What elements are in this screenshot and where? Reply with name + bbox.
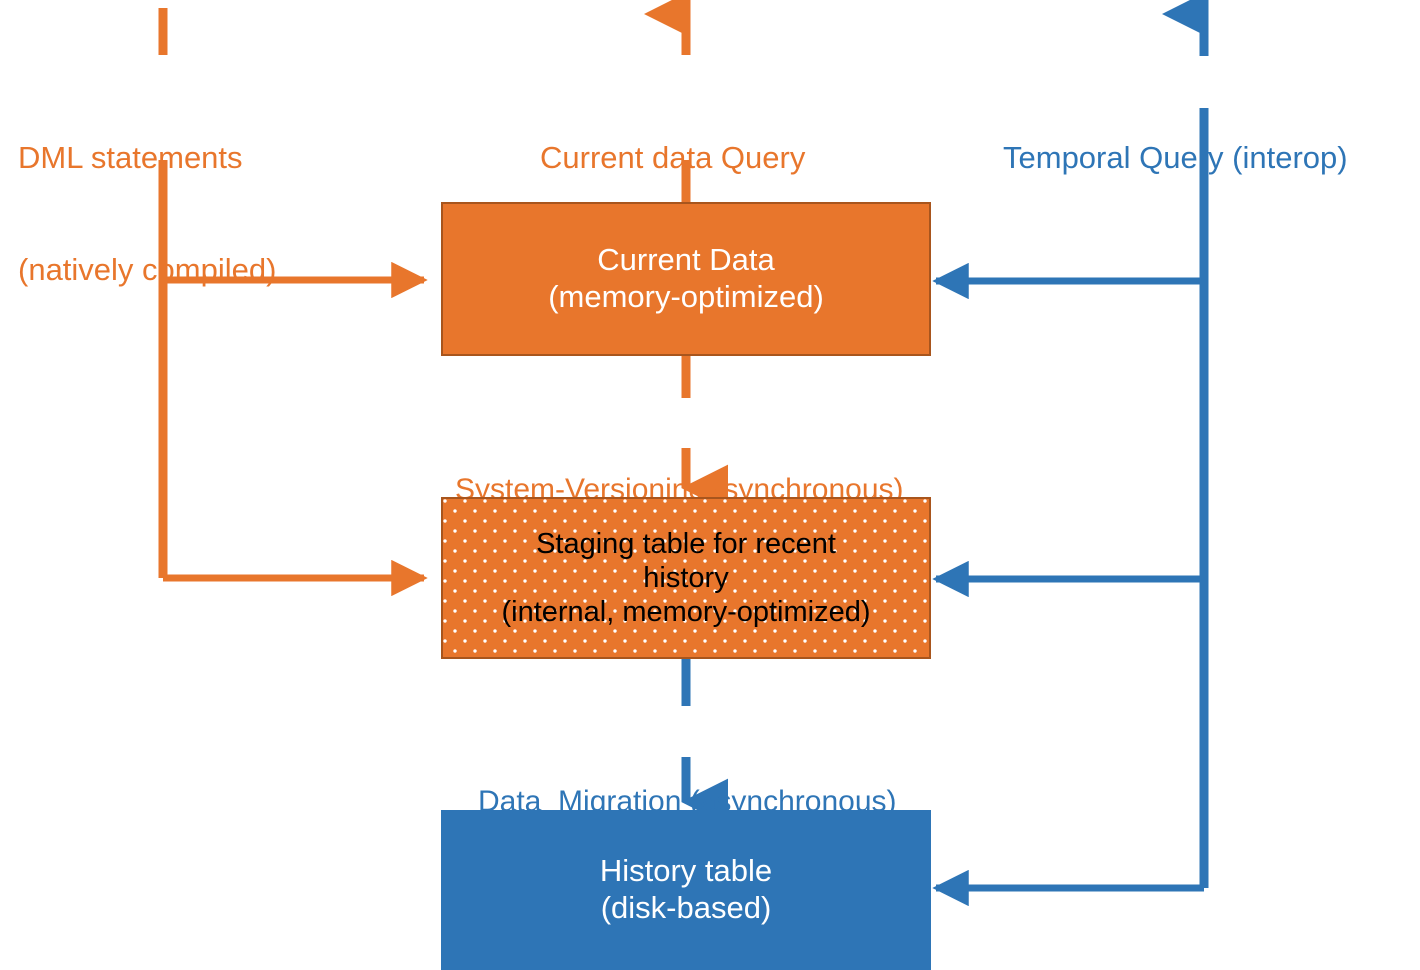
- node-staging-table-line1: Staging table for recent: [536, 527, 836, 560]
- label-temporal-query-line1: Temporal Query (interop): [1003, 140, 1348, 176]
- node-staging-table-line2: history: [643, 561, 729, 594]
- node-current-data-line1: Current Data: [597, 242, 775, 278]
- label-dml-line1: DML statements: [18, 140, 243, 176]
- label-temporal-query: Temporal Query (interop): [1003, 65, 1348, 251]
- node-staging-table-line3: (internal, memory-optimized): [501, 596, 871, 629]
- node-current-data[interactable]: Current Data (memory-optimized): [441, 202, 931, 356]
- node-history-table-line2: (disk-based): [600, 890, 772, 925]
- node-staging-table[interactable]: Staging table for recent history (intern…: [441, 497, 931, 659]
- node-current-data-line2: (memory-optimized): [548, 279, 824, 314]
- node-history-table[interactable]: History table (disk-based): [441, 810, 931, 970]
- label-current-query-line1: Current data Query: [540, 140, 806, 176]
- node-history-table-line1: History table: [599, 853, 773, 889]
- label-dml-statements: DML statements (natively compiled): [18, 65, 276, 363]
- label-dml-line2: (natively compiled): [18, 251, 277, 287]
